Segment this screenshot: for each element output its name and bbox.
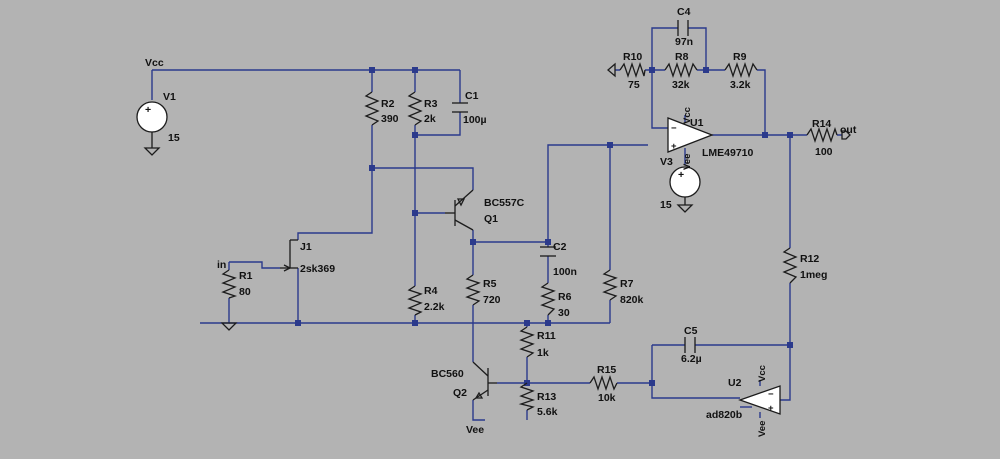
svg-text:+: +: [768, 403, 774, 414]
c2-name: C2: [553, 241, 567, 253]
u1-opamp: − +: [667, 117, 714, 153]
svg-text:+: +: [671, 141, 677, 152]
q2-vee-label: Vee: [466, 424, 484, 436]
j1-jfet: [280, 239, 298, 272]
r15-name: R15: [597, 364, 616, 376]
r6-value: 30: [558, 307, 570, 319]
svg-text:+: +: [145, 104, 151, 116]
u1-vcc-label: Vcc: [682, 107, 693, 124]
u2-name: U2: [728, 377, 742, 389]
c5-capacitor: [684, 337, 696, 353]
r15-resistor: [589, 374, 618, 392]
c5-name: C5: [684, 325, 698, 337]
r14-resistor: [806, 126, 838, 144]
u1-name: U1: [690, 117, 704, 129]
c5-value: 6.2µ: [681, 353, 702, 365]
q1-name: Q1: [484, 213, 498, 225]
r12-value: 1meg: [800, 269, 827, 281]
r6-name: R6: [558, 291, 572, 303]
r3-value: 2k: [424, 113, 436, 125]
r12-name: R12: [800, 253, 819, 265]
r1-resistor: [221, 269, 238, 299]
r14-name: R14: [812, 118, 831, 130]
v1-value: 15: [168, 132, 180, 144]
q1-model: BC557C: [484, 197, 525, 209]
r6-resistor: [540, 282, 556, 316]
r2-value: 390: [381, 113, 399, 125]
r13-value: 5.6k: [537, 406, 558, 418]
q2-model: BC560: [431, 368, 464, 380]
r1-value: 80: [239, 286, 251, 298]
r4-value: 2.2k: [424, 301, 445, 313]
c1-name: C1: [465, 90, 479, 102]
r7-name: R7: [620, 278, 634, 290]
v1-source: +: [136, 101, 168, 156]
q1-transistor: [445, 189, 474, 231]
r14-value: 100: [815, 146, 833, 158]
r1-name: R1: [239, 270, 253, 282]
out-port-icon: [841, 130, 851, 140]
c4-name: C4: [677, 6, 691, 18]
r7-resistor: [602, 269, 618, 301]
c2-value: 100n: [553, 266, 577, 278]
r2-resistor: [364, 91, 380, 126]
r5-name: R5: [483, 278, 497, 290]
r13-name: R13: [537, 391, 556, 403]
v1-name: V1: [163, 91, 176, 103]
r11-resistor: [519, 326, 535, 358]
u2-opamp: − +: [738, 385, 781, 415]
v3-source: +: [669, 166, 701, 213]
r13-resistor: [518, 382, 536, 411]
r12-resistor: [782, 247, 798, 284]
out-net-label: out: [840, 124, 857, 136]
u2-model: ad820b: [706, 409, 742, 421]
r10-value: 75: [628, 79, 640, 91]
c1-capacitor: [452, 102, 468, 113]
labels: Vcc V1 15 R2 390 R3 2k C1 100µ BC557C Q1…: [145, 6, 857, 437]
vcc-net-label: Vcc: [145, 57, 164, 69]
r8-resistor: [664, 61, 698, 79]
r10-name: R10: [623, 51, 642, 63]
r4-resistor: [407, 285, 423, 316]
r3-resistor: [407, 91, 423, 126]
r9-value: 3.2k: [730, 79, 751, 91]
r9-name: R9: [733, 51, 747, 63]
r9-resistor: [724, 61, 758, 79]
c4-capacitor: [677, 20, 689, 36]
r5-value: 720: [483, 294, 501, 306]
ground-symbols: [220, 62, 616, 331]
r3-name: R3: [424, 98, 438, 110]
r15-value: 10k: [598, 392, 616, 404]
u2-vee-label: Vee: [757, 421, 768, 437]
j1-value: 2sk369: [300, 263, 335, 275]
r11-name: R11: [537, 330, 556, 342]
svg-text:−: −: [671, 123, 677, 134]
q2-transistor: [472, 361, 497, 401]
c1-value: 100µ: [463, 114, 487, 126]
u1-model: LME49710: [702, 147, 754, 159]
c4-value: 97n: [675, 36, 693, 48]
r5-resistor: [465, 274, 481, 306]
in-net-label: in: [217, 259, 226, 271]
u2-vcc-label: Vcc: [757, 365, 768, 382]
r8-value: 32k: [672, 79, 690, 91]
q2-name: Q2: [453, 387, 467, 399]
r4-name: R4: [424, 285, 438, 297]
svg-text:−: −: [768, 389, 774, 400]
r7-value: 820k: [620, 294, 644, 306]
r8-name: R8: [675, 51, 689, 63]
v3-name: V3: [660, 156, 673, 168]
c2-capacitor: [540, 246, 556, 257]
r11-value: 1k: [537, 347, 549, 359]
v3-value: 15: [660, 199, 672, 211]
svg-text:+: +: [678, 169, 684, 181]
u1-vee-label: Vee: [682, 154, 693, 170]
r2-name: R2: [381, 98, 395, 110]
j1-name: J1: [300, 241, 312, 253]
r10-resistor: [619, 61, 646, 79]
